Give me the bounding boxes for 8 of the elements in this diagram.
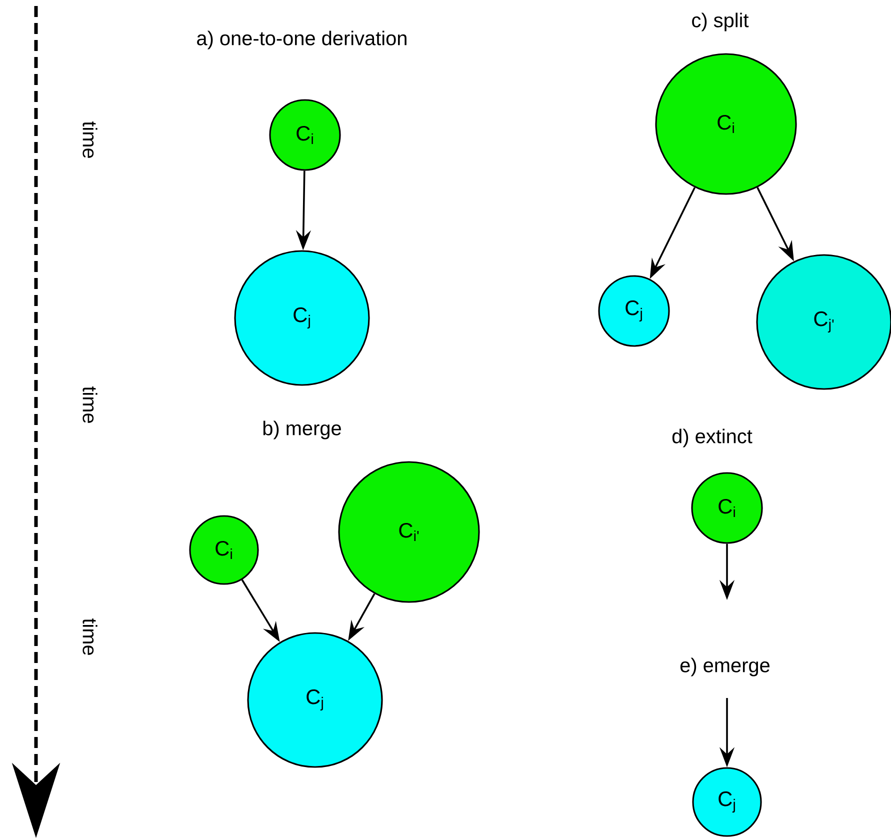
axis-label: time	[82, 618, 98, 655]
panel-title: d) extinct	[672, 428, 752, 448]
panel-title: e) emerge	[680, 658, 770, 676]
panel-title: b) merge	[263, 420, 341, 440]
axis-label: time	[82, 121, 98, 158]
panel-title: c) split	[692, 12, 749, 32]
axis-label: time	[82, 386, 98, 423]
panel-title: a) one-to-one derivation	[197, 30, 406, 50]
